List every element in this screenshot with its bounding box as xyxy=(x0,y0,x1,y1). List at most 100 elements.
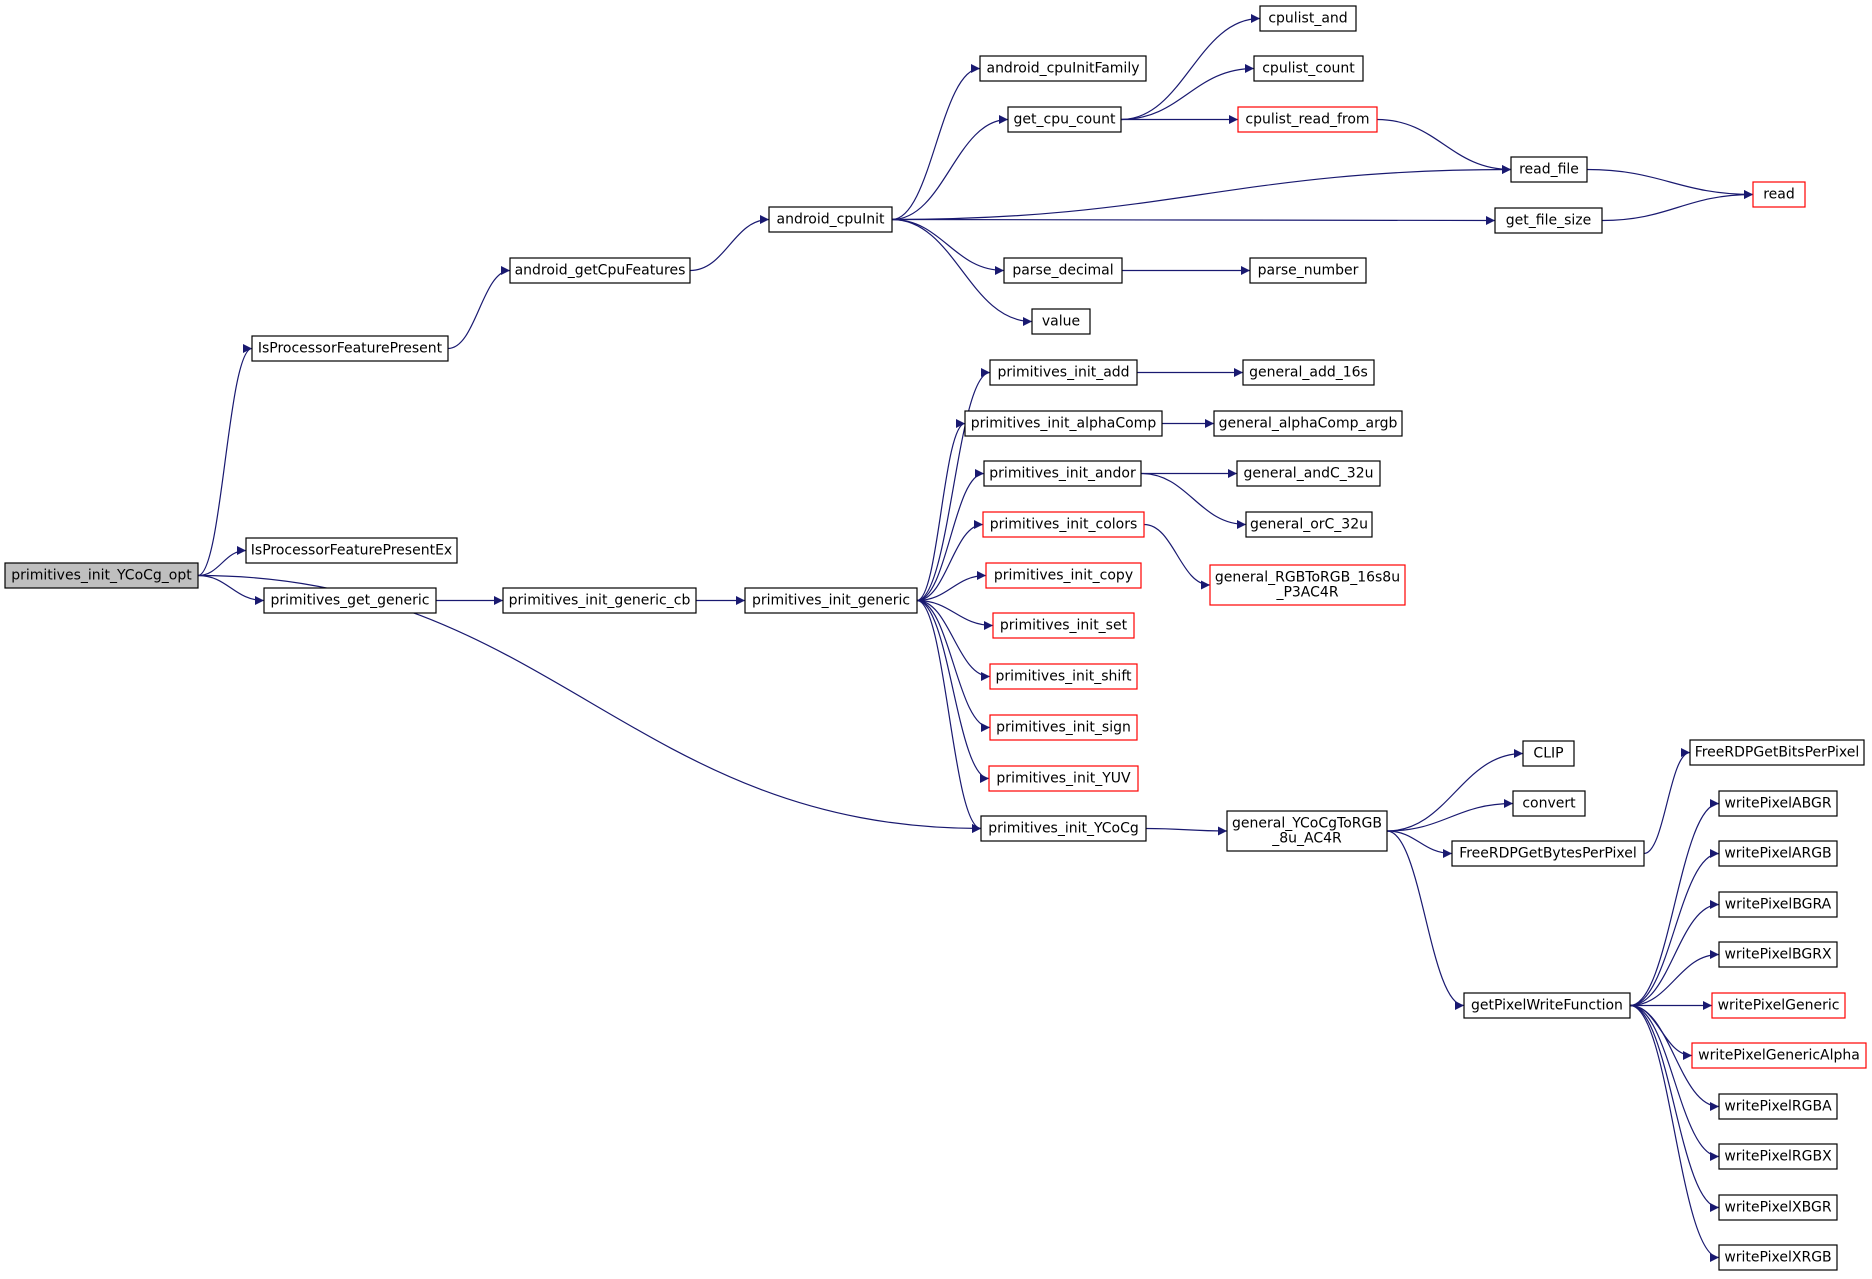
node-box[interactable] xyxy=(502,587,697,614)
node-box[interactable] xyxy=(768,206,893,233)
node-writepixelxbgr[interactable]: writePixelXBGR xyxy=(1718,1194,1838,1221)
node-read-file[interactable]: read_file xyxy=(1510,156,1588,183)
node-get-cpu-count[interactable]: get_cpu_count xyxy=(1007,106,1122,133)
node-primitives-init-yuv[interactable]: primitives_init_YUV xyxy=(988,765,1139,792)
node-get-file-size[interactable]: get_file_size xyxy=(1494,207,1603,234)
node-box[interactable] xyxy=(1003,257,1123,284)
node-box[interactable] xyxy=(251,335,449,362)
node-general-add-16s[interactable]: general_add_16s xyxy=(1242,359,1375,386)
node-box[interactable] xyxy=(1522,740,1575,767)
node-box[interactable] xyxy=(1209,564,1406,606)
node-box[interactable] xyxy=(4,562,199,589)
node-primitives-init-alphacomp[interactable]: primitives_init_alphaComp xyxy=(964,410,1163,437)
node-primitives-init-ycocg[interactable]: primitives_init_YCoCg xyxy=(980,815,1147,842)
node-general-andc-32u[interactable]: general_andC_32u xyxy=(1236,460,1381,487)
node-box[interactable] xyxy=(1718,891,1838,918)
node-box[interactable] xyxy=(1259,5,1357,32)
node-android-cpuinitfamily[interactable]: android_cpuInitFamily xyxy=(979,55,1147,82)
node-box[interactable] xyxy=(509,257,691,284)
node-primitives-init-copy[interactable]: primitives_init_copy xyxy=(985,562,1142,589)
node-general-ycocgtorgb-8u-ac4r[interactable]: general_YCoCgToRGB_8u_AC4R xyxy=(1226,810,1388,852)
node-box[interactable] xyxy=(1718,790,1838,817)
node-box[interactable] xyxy=(989,663,1138,690)
node-cpulist-and[interactable]: cpulist_and xyxy=(1259,5,1357,32)
node-box[interactable] xyxy=(1242,359,1375,386)
node-writepixelrgbx[interactable]: writePixelRGBX xyxy=(1718,1143,1838,1170)
node-isprocessorfeaturepresentex[interactable]: IsProcessorFeaturePresentEx xyxy=(245,537,458,564)
node-primitives-init-add[interactable]: primitives_init_add xyxy=(989,359,1138,386)
node-general-orc-32u[interactable]: general_orC_32u xyxy=(1245,511,1373,538)
node-box[interactable] xyxy=(1689,739,1865,766)
node-box[interactable] xyxy=(263,587,437,614)
node-box[interactable] xyxy=(1718,1143,1838,1170)
node-writepixelbgra[interactable]: writePixelBGRA xyxy=(1718,891,1838,918)
node-box[interactable] xyxy=(988,765,1139,792)
node-primitives-init-shift[interactable]: primitives_init_shift xyxy=(989,663,1138,690)
node-box[interactable] xyxy=(964,410,1163,437)
node-box[interactable] xyxy=(982,511,1145,538)
node-parse-decimal[interactable]: parse_decimal xyxy=(1003,257,1123,284)
node-box[interactable] xyxy=(1031,308,1091,335)
node-android-cpuinit[interactable]: android_cpuInit xyxy=(768,206,893,233)
node-box[interactable] xyxy=(245,537,458,564)
node-box[interactable] xyxy=(1463,992,1631,1019)
node-box[interactable] xyxy=(744,587,918,614)
node-box[interactable] xyxy=(1007,106,1122,133)
node-writepixelgeneric[interactable]: writePixelGeneric xyxy=(1711,992,1846,1019)
node-cpulist-read-from[interactable]: cpulist_read_from xyxy=(1237,106,1378,133)
node-freerdpgetbitsperpixel[interactable]: FreeRDPGetBitsPerPixel xyxy=(1689,739,1865,766)
node-box[interactable] xyxy=(1236,460,1381,487)
node-box[interactable] xyxy=(1226,810,1388,852)
node-primitives-init-colors[interactable]: primitives_init_colors xyxy=(982,511,1145,538)
node-box[interactable] xyxy=(1691,1042,1867,1069)
node-writepixelargb[interactable]: writePixelARGB xyxy=(1718,840,1838,867)
node-box[interactable] xyxy=(1245,511,1373,538)
node-box[interactable] xyxy=(1711,992,1846,1019)
node-read[interactable]: read xyxy=(1752,181,1806,208)
node-writepixelabgr[interactable]: writePixelABGR xyxy=(1718,790,1838,817)
node-box[interactable] xyxy=(1249,257,1367,284)
node-getpixelwritefunction[interactable]: getPixelWriteFunction xyxy=(1463,992,1631,1019)
node-general-rgbtorgb-16s8u-p3ac4r[interactable]: general_RGBToRGB_16s8u_P3AC4R xyxy=(1209,564,1406,606)
node-general-alphacomp-argb[interactable]: general_alphaComp_argb xyxy=(1213,410,1403,437)
node-isprocessorfeaturepresent[interactable]: IsProcessorFeaturePresent xyxy=(251,335,449,362)
node-box[interactable] xyxy=(1718,1194,1838,1221)
node-clip[interactable]: CLIP xyxy=(1522,740,1575,767)
node-box[interactable] xyxy=(989,359,1138,386)
node-parse-number[interactable]: parse_number xyxy=(1249,257,1367,284)
node-box[interactable] xyxy=(980,815,1147,842)
node-value[interactable]: value xyxy=(1031,308,1091,335)
node-box[interactable] xyxy=(979,55,1147,82)
node-primitives-init-set[interactable]: primitives_init_set xyxy=(992,612,1135,639)
node-convert[interactable]: convert xyxy=(1512,790,1586,817)
node-primitives-init-ycocg-opt[interactable]: primitives_init_YCoCg_opt xyxy=(4,562,199,589)
node-primitives-init-generic[interactable]: primitives_init_generic xyxy=(744,587,918,614)
node-box[interactable] xyxy=(985,562,1142,589)
node-box[interactable] xyxy=(1718,1244,1838,1271)
node-box[interactable] xyxy=(1451,840,1645,867)
node-box[interactable] xyxy=(989,714,1138,741)
node-box[interactable] xyxy=(1253,55,1364,82)
node-box[interactable] xyxy=(1510,156,1588,183)
node-primitives-get-generic[interactable]: primitives_get_generic xyxy=(263,587,437,614)
node-box[interactable] xyxy=(992,612,1135,639)
node-box[interactable] xyxy=(1237,106,1378,133)
node-box[interactable] xyxy=(1718,941,1838,968)
node-box[interactable] xyxy=(1718,840,1838,867)
node-box[interactable] xyxy=(1752,181,1806,208)
node-box[interactable] xyxy=(1494,207,1603,234)
node-box[interactable] xyxy=(1718,1093,1838,1120)
node-freerdpgetbytesperpixel[interactable]: FreeRDPGetBytesPerPixel xyxy=(1451,840,1645,867)
node-cpulist-count[interactable]: cpulist_count xyxy=(1253,55,1364,82)
node-box[interactable] xyxy=(1512,790,1586,817)
node-android-getcpufeatures[interactable]: android_getCpuFeatures xyxy=(509,257,691,284)
node-box[interactable] xyxy=(1213,410,1403,437)
node-primitives-init-generic-cb[interactable]: primitives_init_generic_cb xyxy=(502,587,697,614)
node-primitives-init-andor[interactable]: primitives_init_andor xyxy=(983,460,1142,487)
node-primitives-init-sign[interactable]: primitives_init_sign xyxy=(989,714,1138,741)
node-writepixelrgba[interactable]: writePixelRGBA xyxy=(1718,1093,1838,1120)
node-box[interactable] xyxy=(983,460,1142,487)
node-writepixelgenericalpha[interactable]: writePixelGenericAlpha xyxy=(1691,1042,1867,1069)
node-writepixelxrgb[interactable]: writePixelXRGB xyxy=(1718,1244,1838,1271)
node-writepixelbgrx[interactable]: writePixelBGRX xyxy=(1718,941,1838,968)
